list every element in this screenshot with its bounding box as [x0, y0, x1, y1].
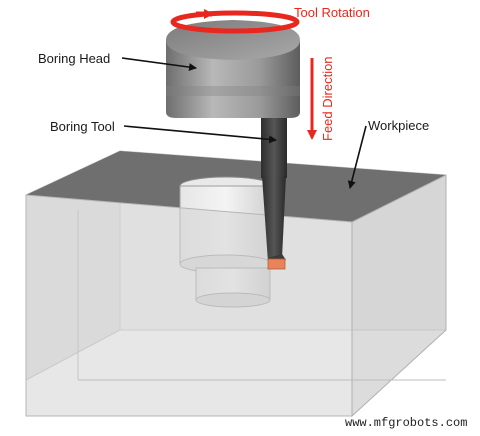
head-band — [166, 86, 300, 96]
workpiece-leader — [347, 125, 367, 189]
boring-head-label: Boring Head — [38, 51, 110, 66]
workpiece-label: Workpiece — [368, 118, 429, 133]
feed-direction-label: Feed Direction — [320, 56, 335, 141]
boring-head-leader — [121, 57, 197, 72]
workpiece-right-face — [351, 174, 447, 418]
rotation-ring — [170, 10, 300, 34]
boring-tool-leader — [123, 125, 277, 144]
tool-rotation-label: Tool Rotation — [294, 5, 370, 20]
cutting-insert — [267, 258, 286, 270]
workpiece-block — [25, 150, 447, 418]
rotation-arrow — [170, 9, 300, 34]
boring-tool-label: Boring Tool — [50, 119, 115, 134]
workpiece-front-face — [25, 194, 353, 417]
tool-shaft-lower — [262, 176, 286, 262]
watermark: www.mfgrobots.com — [345, 416, 467, 430]
boring-head — [166, 20, 300, 118]
tool-shaft-upper — [261, 108, 287, 178]
head-body — [166, 40, 300, 118]
